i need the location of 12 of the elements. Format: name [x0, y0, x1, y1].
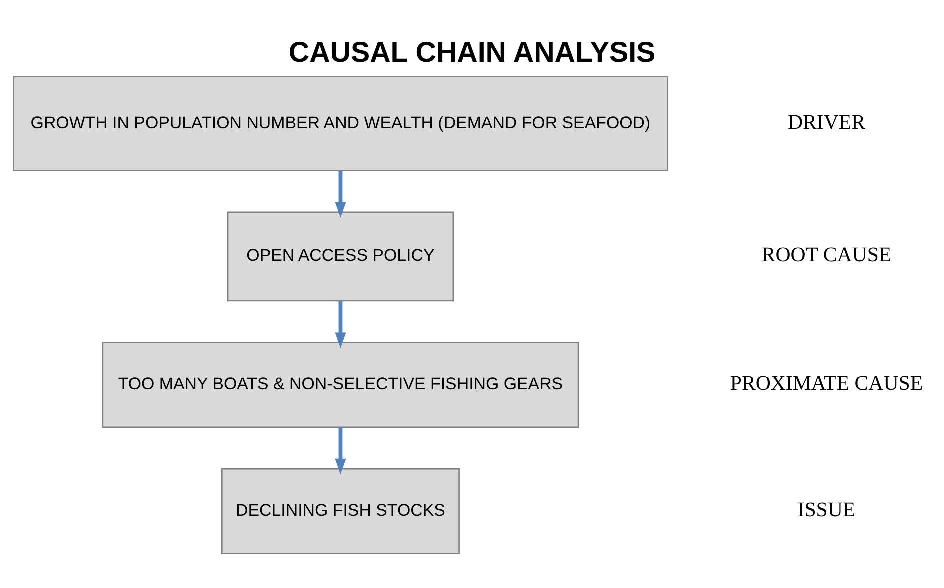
- arrow: [335, 427, 346, 474]
- node-box: OPEN ACCESS POLICY: [227, 211, 454, 302]
- label: ROOT CAUSE: [762, 242, 892, 266]
- node-box: DECLINING FISH STOCKS: [222, 468, 460, 554]
- diagram-title: CAUSAL CHAIN ANALYSIS: [288, 36, 656, 69]
- node-box: TOO MANY BOATS & NON-SELECTIVE FISHING GEARS: [102, 342, 580, 428]
- arrow: [335, 300, 346, 348]
- arrow: [335, 170, 346, 218]
- node-box: GROWTH IN POPULATION NUMBER AND WEALTH (DEMAND FOR SEAFOOD): [13, 76, 668, 171]
- label: DRIVER: [788, 109, 866, 134]
- label: ISSUE: [798, 496, 856, 521]
- label: PROXIMATE CAUSE: [730, 370, 924, 395]
